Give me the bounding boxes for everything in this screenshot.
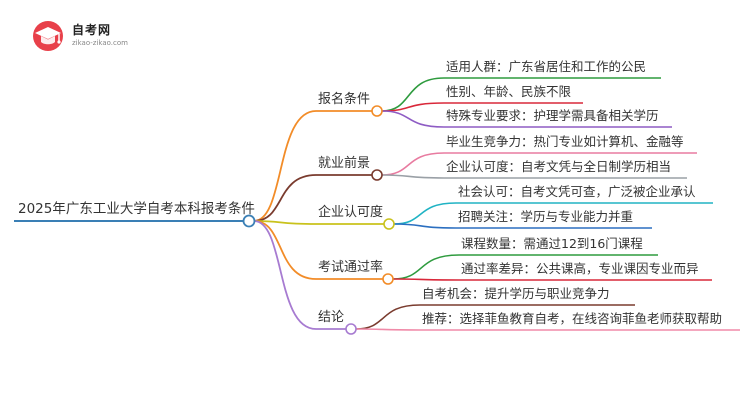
connector-root-branch-3 (253, 220, 317, 280)
root-node (242, 214, 256, 228)
connector-root-branch-0 (253, 110, 317, 222)
connector-branch-leaf-4-0 (355, 304, 421, 330)
branch-node-0 (371, 105, 383, 117)
connector-branch-leaf-2-0 (393, 202, 457, 225)
branch-node-2 (383, 218, 395, 230)
connector-branch-leaf-3-1 (392, 278, 460, 281)
connector-branch-leaf-2-1 (393, 223, 457, 229)
branch-topic-1[interactable]: 就业前景 (318, 156, 371, 171)
connector-root-branch-1 (253, 174, 317, 222)
leaf-topic-2-1[interactable]: 招聘关注：学历与专业能力并重 (458, 208, 634, 224)
branch-topic-2[interactable]: 企业认可度 (318, 205, 384, 220)
branch-node-4 (345, 323, 357, 335)
connector-branch-leaf-0-2 (381, 110, 445, 128)
connector-branch-leaf-3-0 (392, 254, 460, 280)
connector-branch-leaf-4-1 (355, 328, 421, 331)
branch-topic-0[interactable]: 报名条件 (318, 92, 371, 107)
brand-logo[interactable]: 自考网 zikao-zikao.com (32, 18, 142, 54)
leaf-topic-4-0[interactable]: 自考机会：提升学历与职业竞争力 (422, 285, 610, 301)
leaf-topic-0-2[interactable]: 特殊专业要求：护理学需具备相关学历 (446, 107, 659, 123)
brand-name: 自考网 (72, 23, 112, 37)
leaf-topic-3-1[interactable]: 通过率差异：公共课高，专业课因专业而异 (461, 260, 699, 276)
connector-root-branch-2 (253, 220, 317, 225)
leaf-topic-0-0[interactable]: 适用人群：广东省居住和工作的公民 (446, 58, 647, 74)
graduation-cap-icon (33, 21, 63, 51)
branch-topic-4[interactable]: 结论 (318, 310, 345, 325)
connector-branch-leaf-1-1 (381, 174, 445, 179)
brand-url: zikao-zikao.com (72, 39, 128, 47)
connector-branch-leaf-1-0 (381, 152, 445, 176)
leaf-topic-1-1[interactable]: 企业认可度：自考文凭与全日制学历相当 (446, 158, 672, 174)
branch-topic-3[interactable]: 考试通过率 (318, 260, 384, 275)
leaf-topic-2-0[interactable]: 社会认可：自考文凭可查，广泛被企业承认 (458, 183, 696, 199)
connector-root-branch-4 (253, 220, 317, 330)
leaf-topic-0-1[interactable]: 性别、年龄、民族不限 (446, 83, 572, 99)
leaf-topic-4-1[interactable]: 推荐：选择菲鱼教育自考，在线咨询菲鱼老师获取帮助 (422, 310, 723, 326)
branch-node-3 (382, 273, 394, 285)
leaf-topic-1-0[interactable]: 毕业生竞争力：热门专业如计算机、金融等 (446, 133, 684, 149)
root-topic[interactable]: 2025年广东工业大学自考本科报考条件 (18, 200, 255, 217)
leaf-topic-3-0[interactable]: 课程数量：需通过12到16门课程 (461, 235, 643, 251)
branch-node-1 (371, 169, 383, 181)
